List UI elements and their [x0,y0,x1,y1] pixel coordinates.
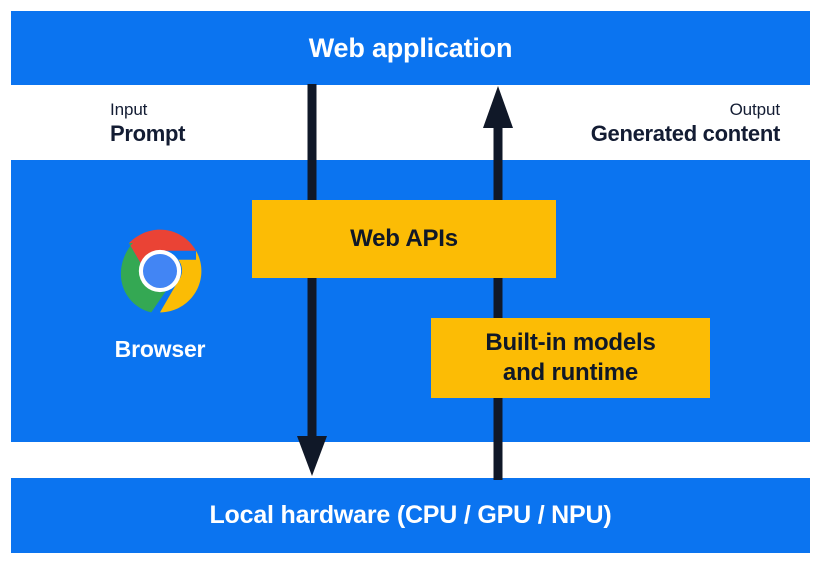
band-web-application-label: Web application [308,32,513,63]
box-builtin-models-label: Built-in models and runtime [485,328,656,389]
flow-label-input-kind: Input [110,100,148,119]
band-local-hardware: Local hardware (CPU / GPU / NPU) [11,478,810,553]
band-web-application: Web application [11,11,810,85]
band-local-hardware-label: Local hardware (CPU / GPU / NPU) [209,501,612,529]
box-builtin-models-label-line2: and runtime [502,359,639,386]
arrow-input-down [297,84,327,476]
band-browser-label: Browser [114,336,206,362]
arrow-output-up [483,86,513,480]
box-builtin-models[interactable]: Built-in models and runtime [431,318,710,398]
flow-label-output-kind: Output [729,100,781,119]
flow-label-output-value: Generated content [590,121,781,147]
flow-label-input: Input Prompt [110,99,186,148]
flow-label-input-value: Prompt [110,121,186,147]
box-builtin-models-label-line1: Built-in models [485,328,656,356]
flow-label-output: Output Generated content [590,99,781,148]
browser-identity: Browser [80,225,240,363]
box-web-apis-label: Web APIs [350,224,458,252]
chrome-logo-icon [120,229,202,313]
box-web-apis[interactable]: Web APIs [252,200,556,278]
